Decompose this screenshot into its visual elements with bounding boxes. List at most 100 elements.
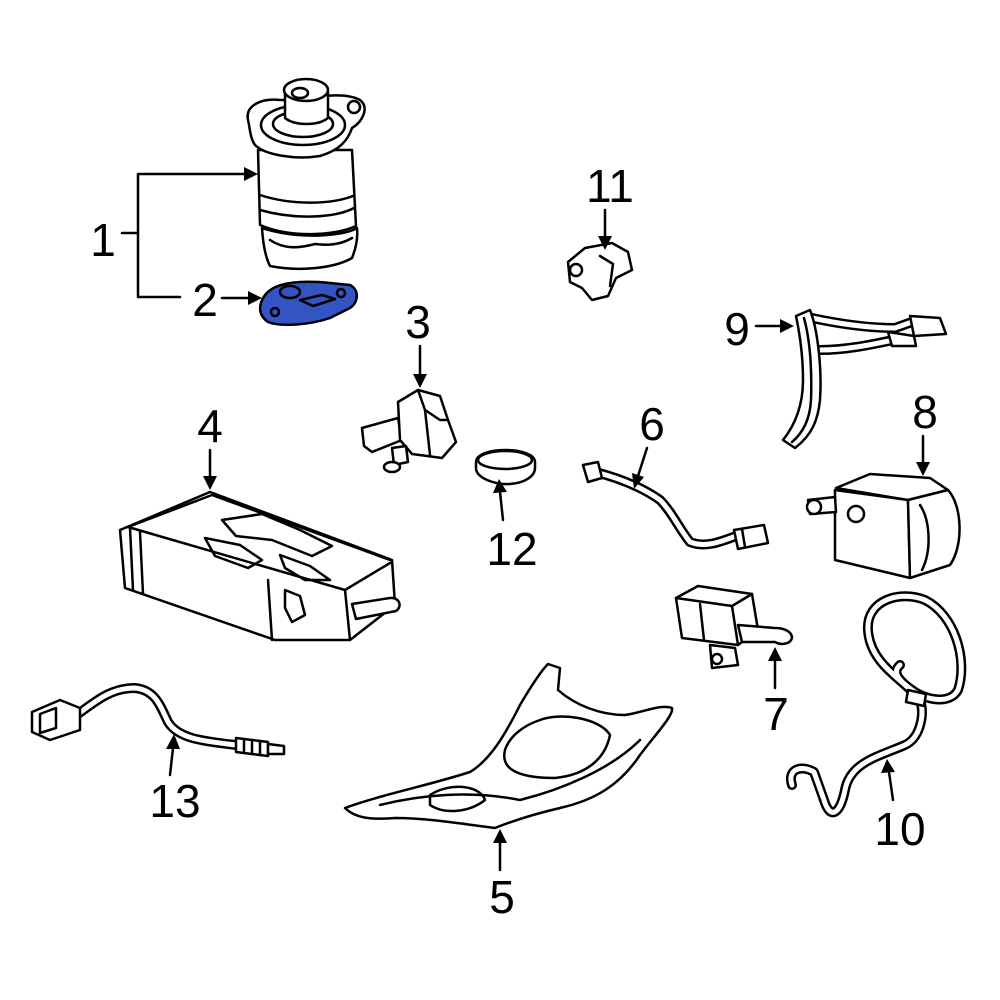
callout-8-label: 8 — [912, 386, 938, 438]
part-12-drawing — [474, 448, 537, 486]
part-9-connector-upper — [908, 314, 948, 338]
part-1-bolt-hole — [346, 99, 362, 115]
part-9-connector-lower — [886, 330, 918, 348]
callout-7: 7 — [763, 647, 789, 740]
callout-1-bracket — [120, 172, 247, 299]
callout-12-label: 12 — [486, 523, 537, 575]
part-6-end-fitting — [581, 460, 604, 484]
part-9-bracket — [781, 308, 822, 450]
callout-4-label: 4 — [197, 400, 223, 452]
part-1-base-detail — [268, 236, 354, 249]
callout-8-arrowhead — [916, 462, 930, 476]
part-3-edge-vertical — [423, 408, 432, 457]
part-3-nozzle — [390, 444, 410, 467]
callout-12: 12 — [486, 479, 538, 575]
callout-11-arrowhead — [598, 236, 612, 250]
part-3-edge — [416, 388, 450, 422]
callout-6-label: 6 — [639, 398, 665, 450]
callout-10: 10 — [874, 759, 926, 855]
part-8-side-detail — [918, 503, 930, 572]
part-7-drawing — [674, 584, 794, 670]
callout-11-label: 11 — [586, 160, 634, 212]
callout-12-arrowhead — [493, 479, 507, 493]
callout-7-arrowhead — [768, 647, 782, 661]
callout-5: 5 — [489, 829, 515, 923]
part-2-hole-right — [335, 287, 347, 299]
callout-6: 6 — [632, 398, 665, 489]
part-1-base — [260, 226, 359, 271]
part-5-recess-large — [503, 715, 612, 780]
part-6-drawing — [581, 460, 770, 551]
callout-8: 8 — [912, 386, 938, 476]
part-4-outline — [118, 490, 397, 642]
callout-9: 9 — [724, 303, 794, 355]
part-4-top-rib-3 — [278, 553, 332, 582]
part-4-corner-edge — [343, 588, 352, 642]
part-4-nozzle — [350, 596, 401, 621]
callout-5-label: 5 — [489, 871, 515, 923]
part-3-bracket — [360, 416, 404, 454]
part-11-edge — [598, 254, 615, 288]
part-2-hole-bottom — [269, 306, 281, 318]
callout-9-label: 9 — [724, 303, 750, 355]
callout-2-arrowhead — [248, 291, 262, 305]
part-3-nozzle-tip — [382, 460, 402, 474]
part-7-corner-edge — [730, 604, 740, 647]
part-4-drawing — [118, 490, 401, 642]
part-13-connector-face — [38, 706, 58, 735]
callout-6-arrow-line — [636, 446, 649, 478]
part-7-nozzle — [736, 623, 794, 646]
callout-10-arrow-line — [887, 770, 895, 802]
callout-12-arrow-line — [498, 490, 505, 522]
callout-3-label: 3 — [405, 296, 431, 348]
part-2-port — [298, 293, 337, 308]
callout-11: 11 — [586, 160, 634, 250]
callout-3: 3 — [405, 296, 431, 388]
part-13-drawing — [30, 683, 286, 758]
part-13-sensor-tip — [266, 742, 286, 756]
part-4-top-rib-1 — [220, 512, 334, 558]
part-8-drawing — [805, 472, 961, 580]
callout-10-label: 10 — [874, 803, 925, 855]
part-10-hose-core — [788, 593, 964, 815]
callout-13-label: 13 — [149, 775, 200, 827]
callout-2-label: 2 — [192, 274, 218, 326]
part-7-bracket-hole — [710, 652, 724, 666]
callout-4: 4 — [197, 400, 223, 490]
callout-4-arrowhead — [203, 476, 217, 490]
part-13-sensor-threads — [242, 737, 262, 757]
part-8-front — [833, 488, 912, 580]
part-4-top-edge — [126, 493, 392, 562]
part-1-body — [256, 148, 358, 236]
callout-1-label: 1 — [90, 214, 116, 266]
callout-9-arrowhead — [780, 319, 794, 333]
part-5-recess-small — [428, 785, 487, 813]
callout-3-arrowhead — [413, 374, 427, 388]
part-9-harness-core — [809, 315, 915, 353]
part-11-drawing — [566, 241, 634, 302]
part-10-drawing — [785, 591, 967, 818]
callout-1-arrowhead — [244, 167, 258, 181]
part-7-band — [698, 602, 706, 642]
part-12-top — [476, 449, 534, 471]
part-1-band-lower — [258, 206, 356, 218]
part-8-bolt-head — [805, 498, 823, 516]
part-2-drawing — [258, 280, 358, 326]
callout-5-arrowhead — [493, 829, 507, 843]
callout-13: 13 — [149, 734, 201, 827]
part-9-bracket-edge — [790, 316, 813, 444]
part-6-tube-core — [592, 469, 739, 547]
callout-6-arrowhead — [632, 473, 644, 489]
part-9-drawing — [781, 308, 948, 450]
part-4-side-detail — [283, 588, 307, 624]
part-5-outline — [343, 662, 674, 830]
part-4-top-rib-2 — [203, 536, 264, 570]
part-5-drawing — [343, 662, 674, 830]
part-1-drawing — [246, 77, 366, 271]
part-2-hole-left — [278, 284, 302, 300]
callout-1: 1 — [90, 167, 258, 299]
part-11-hole — [568, 262, 584, 278]
part-1-top-hole — [290, 86, 310, 100]
part-6-connector-detail — [740, 527, 747, 549]
